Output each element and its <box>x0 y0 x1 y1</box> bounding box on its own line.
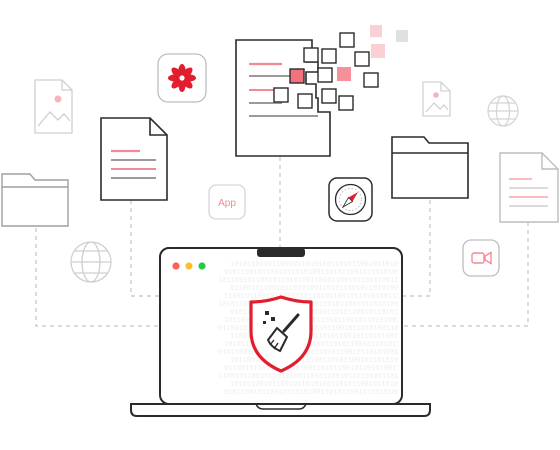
screen-pattern-row: 0101100101100101101010011010110010110101… <box>224 269 560 277</box>
connector-lines <box>35 157 529 327</box>
shred-fragments <box>273 25 408 111</box>
folder-icon <box>391 136 469 199</box>
document-icon <box>499 152 559 223</box>
window-minimize-dot[interactable] <box>185 262 193 270</box>
screen-pattern-row: 1100101100101101010011010110010110101001… <box>230 333 560 341</box>
window-maximize-dot[interactable] <box>198 262 206 270</box>
screen-pattern-row: 1010110010110010110101001101011001011010… <box>230 261 560 269</box>
image-icon <box>422 81 451 117</box>
screen-pattern-row: 1010110010110010110101001101011001011010… <box>230 381 560 389</box>
photos-app-icon[interactable] <box>157 53 207 103</box>
facetime-camera-icon[interactable] <box>462 239 500 277</box>
connector-left-inner <box>130 200 160 297</box>
laptop-screen: 1010110010110010110101001101011001011010… <box>172 261 560 397</box>
screen-pattern-row: 0101100101100101101010011010110010110101… <box>224 389 560 397</box>
shredded-document-icon <box>235 25 408 157</box>
screen-pattern-row: 1011001011001011010100110101100101101010… <box>230 357 560 365</box>
screen-pattern-row: 0110010110010110101001101011001011010100… <box>224 365 560 373</box>
window-close-dot[interactable] <box>172 262 180 270</box>
image-icon <box>34 79 73 134</box>
screen-pattern-row: 0101100101100101101010011010110010110101… <box>218 349 560 357</box>
screen-pattern-row: 1011001011001011010100110101100101101010… <box>218 277 560 285</box>
screen-pattern-row: 1100101100101101010011010110010110101001… <box>218 373 560 381</box>
screen-pattern-row: 0101100101100101101010011010110010110101… <box>230 309 560 317</box>
document-icon <box>100 117 168 201</box>
globe-icon <box>70 241 112 283</box>
safari-compass-icon[interactable] <box>328 177 373 222</box>
globe-icon <box>487 95 519 127</box>
screen-pattern-row: 1010110010110010110101001101011001011010… <box>224 341 560 349</box>
folder-icon <box>1 173 69 227</box>
screen-pattern-row: 1100101100101101010011010110010110101001… <box>224 293 560 301</box>
shield-broom-icon <box>249 295 313 373</box>
app-tile-label: App <box>218 198 236 209</box>
screen-pattern-row: 0110010110010110101001101011001011010100… <box>230 285 560 293</box>
connector-right-inner <box>402 200 431 297</box>
connector-right-outer <box>402 222 529 327</box>
connector-left-outer <box>35 228 160 327</box>
app-tile[interactable]: App <box>208 184 246 220</box>
